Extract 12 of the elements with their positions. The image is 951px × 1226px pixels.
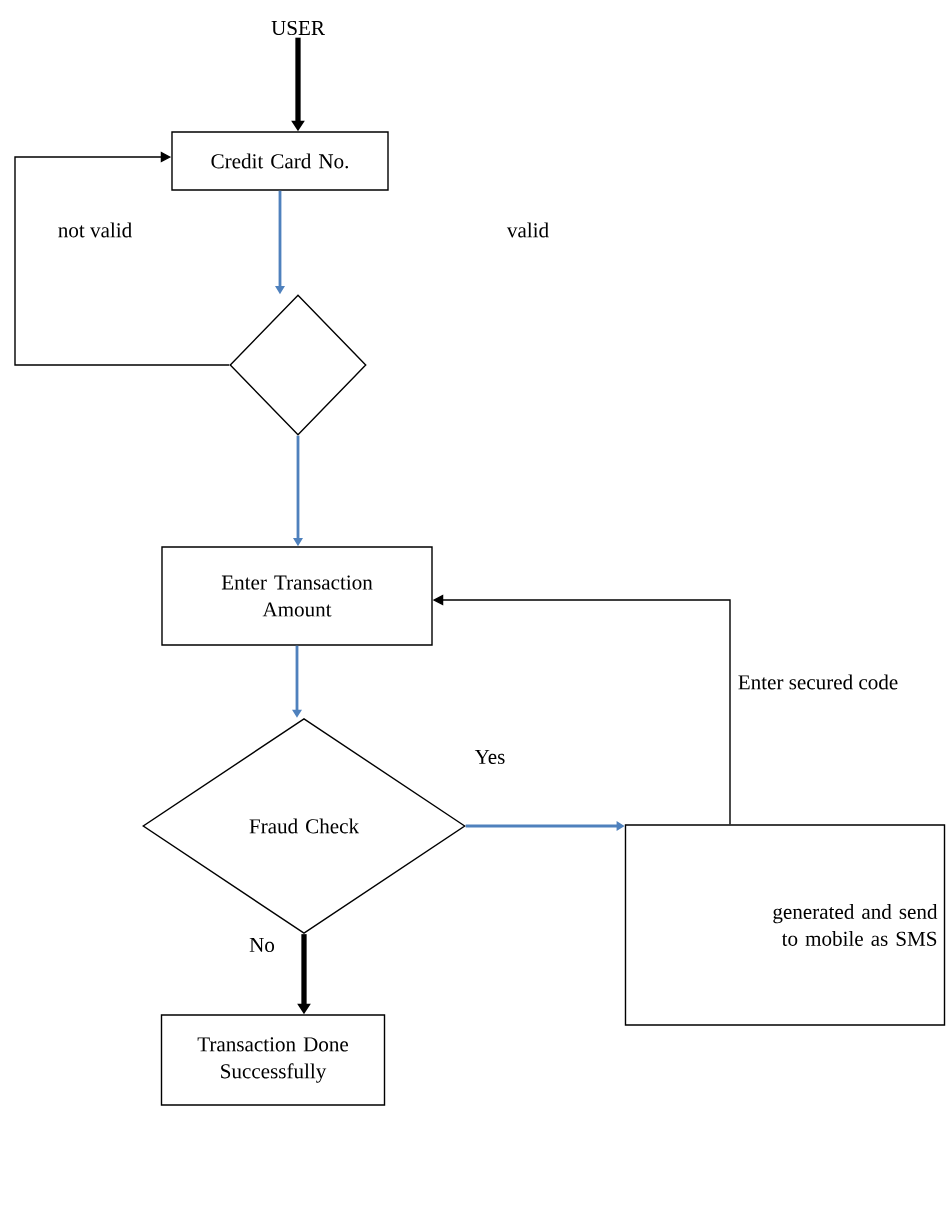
- arrow: [14, 151, 230, 366]
- decision-diamond: [229, 294, 367, 436]
- edge-label: Enter secured code: [735, 672, 901, 692]
- process-box: Enter Transaction Amount: [161, 546, 433, 646]
- edge-label: No: [246, 935, 278, 955]
- edge-label: Yes: [472, 747, 508, 767]
- process-box: Credit Card No.: [171, 131, 389, 191]
- branch-label: not valid: [58, 222, 132, 238]
- process-box: generated and send to mobile as SMS: [624, 824, 946, 1026]
- start-label: USER: [271, 20, 325, 36]
- branch-label: valid: [506, 222, 549, 238]
- end-box: Transaction Done Successfully: [160, 1014, 386, 1106]
